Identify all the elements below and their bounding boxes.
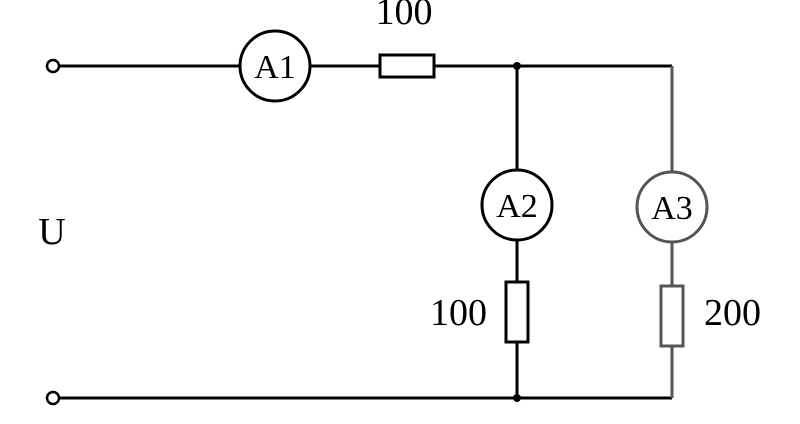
- terminal-bottom: [45, 390, 61, 406]
- series-resistor: [378, 53, 436, 79]
- junction-top: [513, 62, 521, 70]
- ammeter-a2: A2: [480, 168, 554, 242]
- branch-resistor-1-label: 100: [430, 292, 487, 334]
- series-resistor-label: 100: [376, 0, 433, 33]
- ammeter-a3-label: A3: [651, 190, 693, 227]
- terminal-top: [45, 58, 61, 74]
- ammeter-a1-circle: [238, 29, 312, 103]
- ammeter-a2-label: A2: [496, 188, 538, 225]
- branch-resistor-2-label: 200: [704, 292, 761, 334]
- branch-resistor-1: [504, 280, 530, 344]
- ammeter-a3: A3: [635, 170, 709, 244]
- source-voltage-label: U: [38, 211, 65, 253]
- junction-bottom: [513, 394, 521, 402]
- ammeter-a1-label: A1: [254, 49, 296, 86]
- ammeter-a2-circle: [480, 168, 554, 242]
- ammeter-a1: A1: [238, 29, 312, 103]
- branch-resistor-2: [659, 284, 685, 348]
- ammeter-a3-circle: [635, 170, 709, 244]
